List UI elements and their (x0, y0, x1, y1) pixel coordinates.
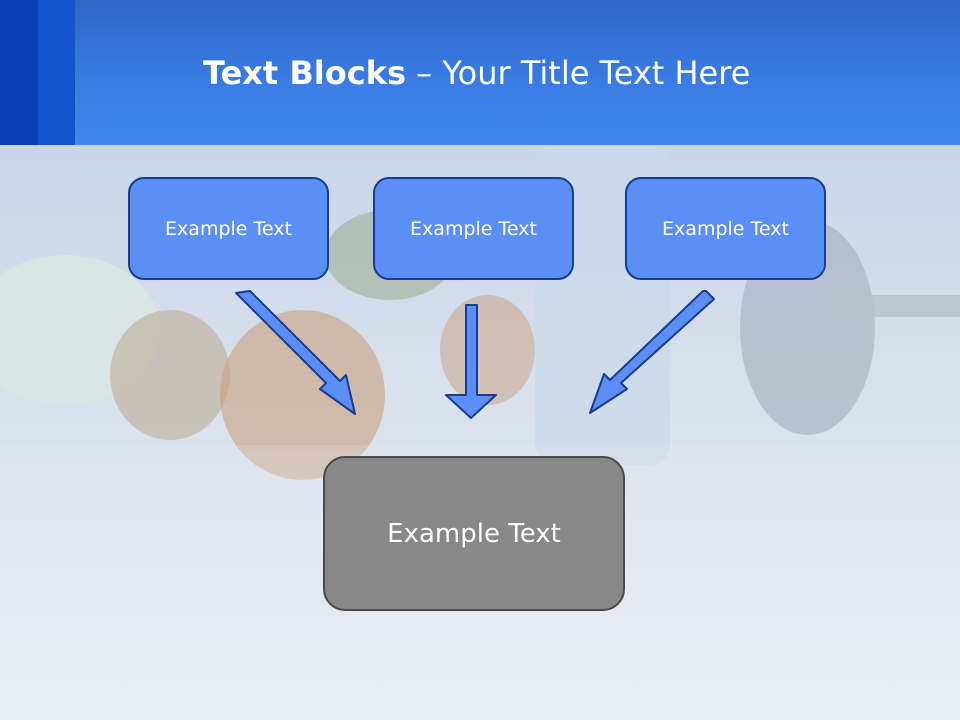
accent-stripe-dark (0, 0, 38, 145)
accent-stripe-mid (38, 0, 75, 145)
text-block-2[interactable]: Example Text (373, 177, 574, 280)
slide-title: Text Blocks – Your Title Text Here (203, 54, 750, 92)
summary-block[interactable]: Example Text (323, 456, 625, 611)
title-bold: Text Blocks (203, 54, 406, 92)
arrow-center (445, 304, 497, 419)
text-block-2-label: Example Text (410, 217, 537, 240)
text-block-1[interactable]: Example Text (128, 177, 329, 280)
text-block-3-label: Example Text (662, 217, 789, 240)
text-block-3[interactable]: Example Text (625, 177, 826, 280)
apple-shape (110, 310, 230, 440)
arrow-right (589, 290, 715, 414)
title-bar: Text Blocks – Your Title Text Here (0, 0, 960, 145)
title-rest: Your Title Text Here (442, 54, 751, 92)
title-dash: – (406, 54, 443, 92)
orange-shape-2 (440, 295, 535, 405)
dumbbell-bar-shape (840, 295, 960, 317)
text-block-1-label: Example Text (165, 217, 292, 240)
arrow-left (235, 290, 356, 415)
summary-block-label: Example Text (387, 518, 561, 549)
